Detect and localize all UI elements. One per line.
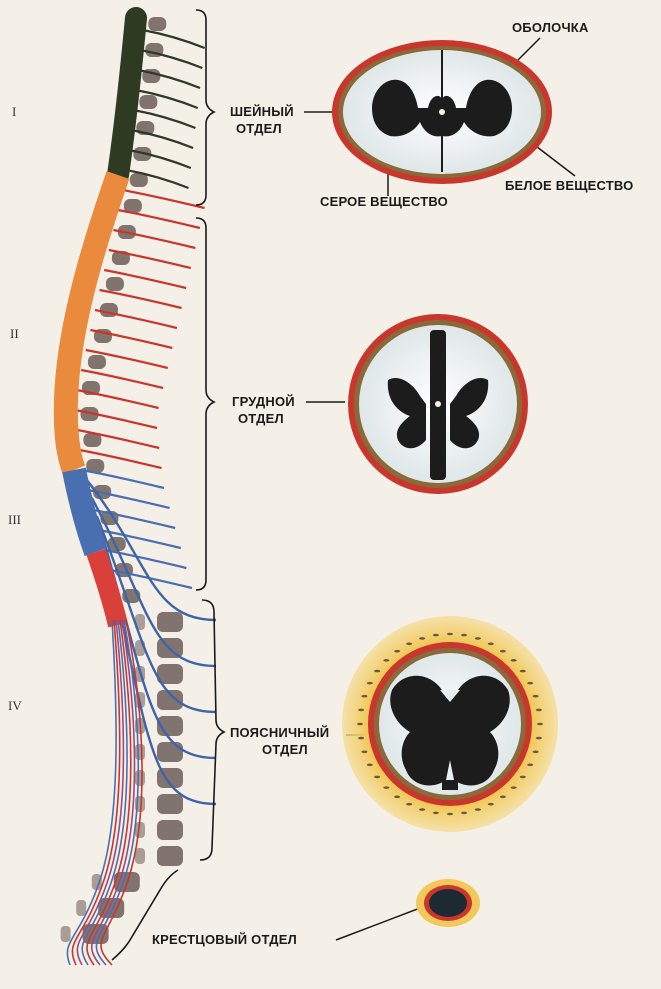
fat-dot xyxy=(406,803,412,806)
fat-dot xyxy=(511,786,517,789)
vertebra xyxy=(88,355,106,369)
nerve-root xyxy=(140,50,202,68)
vertebra xyxy=(139,95,157,109)
fat-dot xyxy=(447,813,453,816)
fat-dot xyxy=(461,812,467,815)
label-gray-matter: СЕРОЕ ВЕЩЕСТВО xyxy=(320,194,448,210)
nerve-root xyxy=(82,470,164,488)
cross-section-thoracic xyxy=(348,314,528,494)
region-numeral-4: IV xyxy=(8,698,22,714)
vertebra xyxy=(157,846,183,866)
fat-dot xyxy=(537,723,543,726)
fat-dot xyxy=(357,723,363,726)
nerve-root xyxy=(95,310,177,328)
cross-section-cervical xyxy=(332,40,552,184)
fat-dot xyxy=(475,808,481,811)
fat-dot xyxy=(367,764,373,767)
fat-dot xyxy=(527,682,533,685)
fat-dot xyxy=(533,751,539,754)
fat-dot xyxy=(419,637,425,640)
region-numeral-1: I xyxy=(12,104,16,120)
fat-dot xyxy=(536,709,542,712)
fat-dot xyxy=(358,709,364,712)
label-thoracic-line1: ГРУДНОЙ xyxy=(232,394,295,410)
fat-dot xyxy=(361,695,367,698)
fat-dot xyxy=(461,634,467,637)
vertebra-process xyxy=(76,900,86,916)
fat-dot xyxy=(500,796,506,799)
fat-dot xyxy=(520,776,526,779)
nerve-root xyxy=(77,390,159,408)
bracket-cervical xyxy=(196,10,214,205)
bracket-thoracic xyxy=(196,218,214,590)
label-membrane: ОБОЛОЧКА xyxy=(512,20,589,36)
leader-sacral xyxy=(336,905,428,940)
fat-dot xyxy=(511,659,517,662)
vertebra-process xyxy=(61,926,71,942)
fat-dot xyxy=(488,803,494,806)
label-lumbar-line2: ОТДЕЛ xyxy=(262,742,308,758)
vertebra-process xyxy=(135,770,145,786)
vertebra-process xyxy=(135,848,145,864)
region-numeral-3: III xyxy=(8,512,21,528)
vertebra-process xyxy=(135,744,145,760)
fat-dot xyxy=(527,764,533,767)
vertebra xyxy=(157,612,183,632)
fat-dot xyxy=(419,808,425,811)
label-white-matter: БЕЛОЕ ВЕЩЕСТВО xyxy=(505,178,634,194)
label-thoracic-line2: ОТДЕЛ xyxy=(238,411,284,427)
fat-dot xyxy=(536,737,542,740)
bracket-lumbar xyxy=(200,600,224,860)
fat-dot xyxy=(394,650,400,653)
vertebra xyxy=(148,17,166,31)
nerve-root xyxy=(131,130,193,148)
fat-dot xyxy=(475,637,481,640)
vertebra xyxy=(157,820,183,840)
fat-dot xyxy=(383,659,389,662)
fat-dot xyxy=(361,751,367,754)
vertebra xyxy=(157,794,183,814)
fat-dot xyxy=(447,633,453,636)
fat-dot xyxy=(488,643,494,646)
fat-dot xyxy=(406,643,412,646)
leader-membrane xyxy=(516,38,540,62)
cross-section-lumbar xyxy=(342,616,558,832)
fat-dot xyxy=(433,634,439,637)
fat-dot xyxy=(383,786,389,789)
fat-dot xyxy=(500,650,506,653)
fat-dot xyxy=(358,737,364,740)
fat-dot xyxy=(520,670,526,673)
region-numeral-2: II xyxy=(10,326,19,342)
fat-dot xyxy=(394,796,400,799)
fat-dot xyxy=(367,682,373,685)
fat-dot xyxy=(433,812,439,815)
cross-section-sacral xyxy=(416,879,480,927)
label-lumbar-line1: ПОЯСНИЧНЫЙ xyxy=(230,725,329,741)
vertebra xyxy=(106,277,124,291)
cord-lumbar xyxy=(74,470,96,552)
fat-dot xyxy=(374,776,380,779)
fat-dot xyxy=(533,695,539,698)
label-cervical-line2: ОТДЕЛ xyxy=(236,121,282,137)
cord-thoracic xyxy=(66,175,118,470)
fat-dot xyxy=(374,670,380,673)
vertebra xyxy=(157,742,183,762)
label-cervical-line1: ШЕЙНЫЙ xyxy=(230,104,294,120)
label-sacral: КРЕСТЦОВЫЙ ОТДЕЛ xyxy=(152,932,297,948)
